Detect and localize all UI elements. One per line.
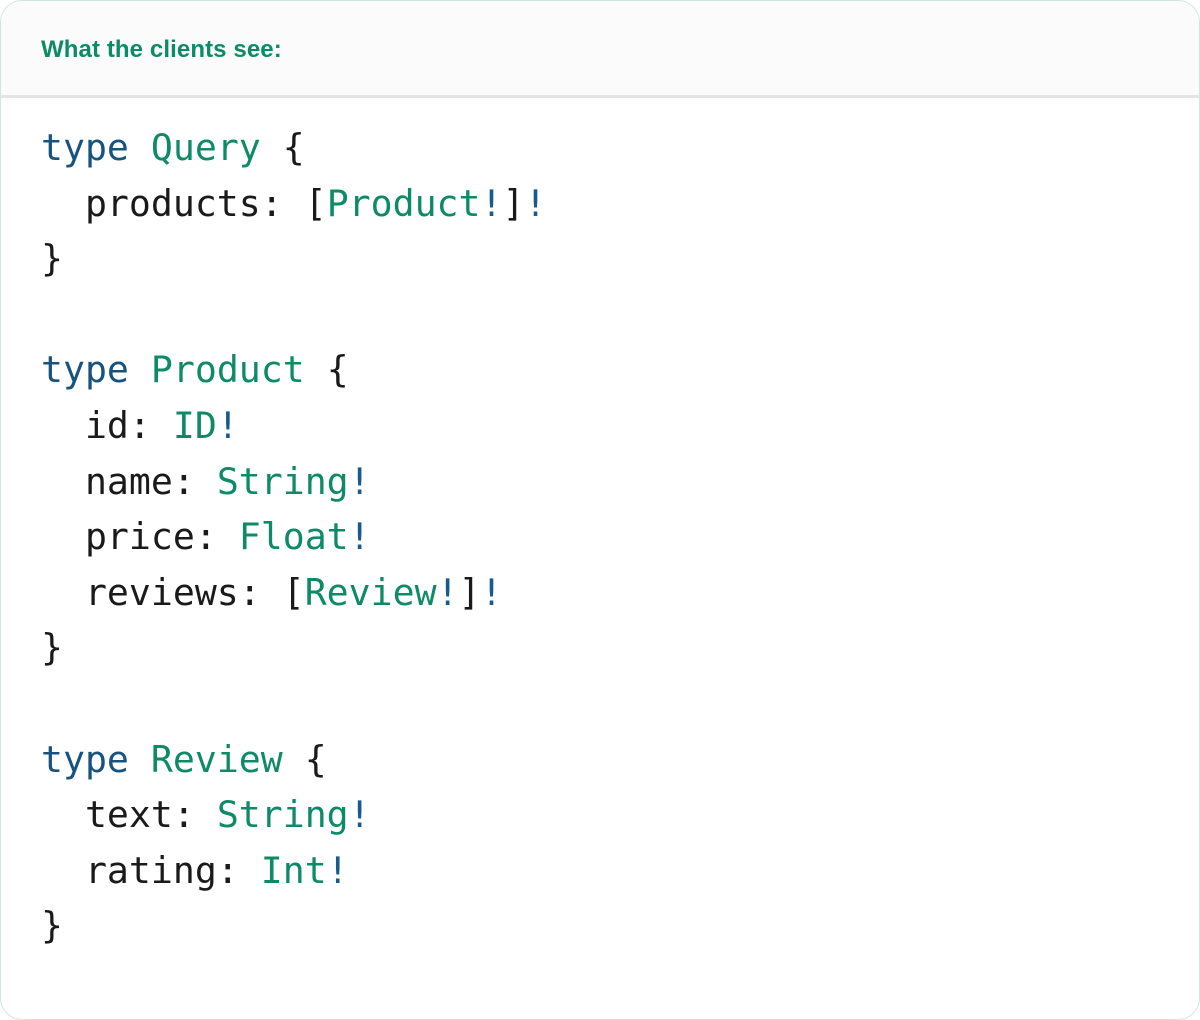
code-line: } (41, 231, 1199, 287)
code-line: } (41, 898, 1199, 954)
code-token: type (41, 126, 129, 169)
code-token (129, 738, 151, 781)
tab-what-the-clients-see[interactable]: What the clients see: (1, 1, 437, 101)
code-token: { (282, 737, 327, 781)
code-line: type Product { (41, 342, 1199, 398)
code-token: rating: (41, 848, 261, 892)
code-token: reviews: [ (41, 570, 305, 614)
graphql-schema-code[interactable]: type Query { products: [Product!]!} type… (1, 120, 1199, 954)
code-token: ! (480, 181, 503, 225)
code-token: ! (436, 570, 459, 614)
code-token: } (41, 904, 63, 948)
code-token: String (216, 793, 349, 837)
code-token: type (41, 737, 129, 781)
tab-label: What the clients see: (41, 35, 282, 63)
code-token: Query (150, 126, 261, 169)
code-line: text: String! (41, 787, 1199, 843)
code-line: type Review { (41, 732, 1199, 788)
code-token: ! (524, 181, 547, 225)
code-line: name: String! (41, 454, 1199, 510)
code-line: type Query { (41, 120, 1199, 176)
code-token: Review (150, 737, 283, 781)
code-token: ! (348, 793, 371, 837)
code-token: ! (326, 848, 349, 892)
code-line: id: ID! (41, 398, 1199, 454)
code-line (41, 676, 1199, 732)
code-token: Float (238, 515, 349, 559)
code-token: Int (260, 848, 327, 892)
code-line: } (41, 620, 1199, 676)
code-token: } (41, 626, 63, 670)
code-token (129, 126, 151, 169)
code-token: Review (304, 570, 437, 614)
code-token: id: (41, 403, 173, 447)
code-token: ! (216, 403, 239, 447)
code-line: products: [Product!]! (41, 176, 1199, 232)
code-token: ] (458, 570, 481, 614)
code-token: } (41, 237, 63, 281)
code-token: products: [ (41, 181, 327, 225)
code-token: type (41, 348, 129, 392)
code-token: ! (348, 515, 371, 559)
code-line: price: Float! (41, 509, 1199, 565)
tab-bar: What the clients see: (1, 1, 1199, 101)
code-token: text: (41, 793, 217, 837)
code-token: { (260, 126, 305, 169)
code-token: ! (480, 570, 503, 614)
code-panel: type Query { products: [Product!]!} type… (1, 98, 1199, 1018)
code-token: ! (348, 459, 371, 503)
code-token: { (304, 348, 349, 392)
code-token: String (216, 459, 349, 503)
code-token: name: (41, 459, 217, 503)
code-line: rating: Int! (41, 843, 1199, 899)
code-token: Product (150, 348, 305, 392)
code-token (129, 348, 151, 391)
code-line: reviews: [Review!]! (41, 565, 1199, 621)
code-line (41, 287, 1199, 343)
code-token: price: (41, 515, 239, 559)
code-token: ID (172, 403, 217, 447)
code-token: Product (326, 181, 481, 225)
code-token: ] (502, 181, 525, 225)
